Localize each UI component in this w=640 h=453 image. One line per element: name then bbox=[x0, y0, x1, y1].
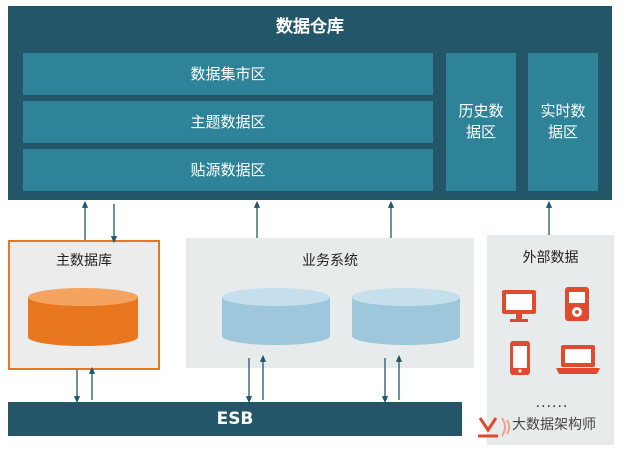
external-more-dots: ...... bbox=[535, 395, 569, 411]
source-data-zone: 贴源数据区 bbox=[23, 149, 433, 191]
realtime-data-zone: 实时数据区 bbox=[528, 53, 598, 191]
data-mart-zone: 数据集市区 bbox=[23, 53, 433, 95]
desktop-monitor-icon bbox=[502, 290, 536, 322]
external-data-panel bbox=[487, 235, 614, 445]
subject-data-zone: 主题数据区 bbox=[23, 101, 433, 143]
business-database-cylinder-1 bbox=[222, 288, 330, 345]
watermark-text: 大数据架构师 bbox=[512, 417, 596, 433]
master-database-title: 主数据库 bbox=[56, 253, 112, 269]
business-database-cylinder-2 bbox=[352, 288, 460, 345]
esb-bus: ESB bbox=[8, 402, 462, 436]
data-warehouse-title: 数据仓库 bbox=[276, 16, 344, 37]
watermark-logo-icon bbox=[478, 417, 511, 438]
laptop-icon bbox=[556, 345, 600, 374]
history-data-zone: 历史数据区 bbox=[446, 53, 516, 191]
media-player-icon bbox=[565, 287, 589, 321]
master-database-cylinder bbox=[28, 288, 138, 346]
smartphone-icon bbox=[510, 341, 530, 375]
business-system-title: 业务系统 bbox=[302, 253, 358, 269]
external-data-title: 外部数据 bbox=[522, 250, 579, 266]
